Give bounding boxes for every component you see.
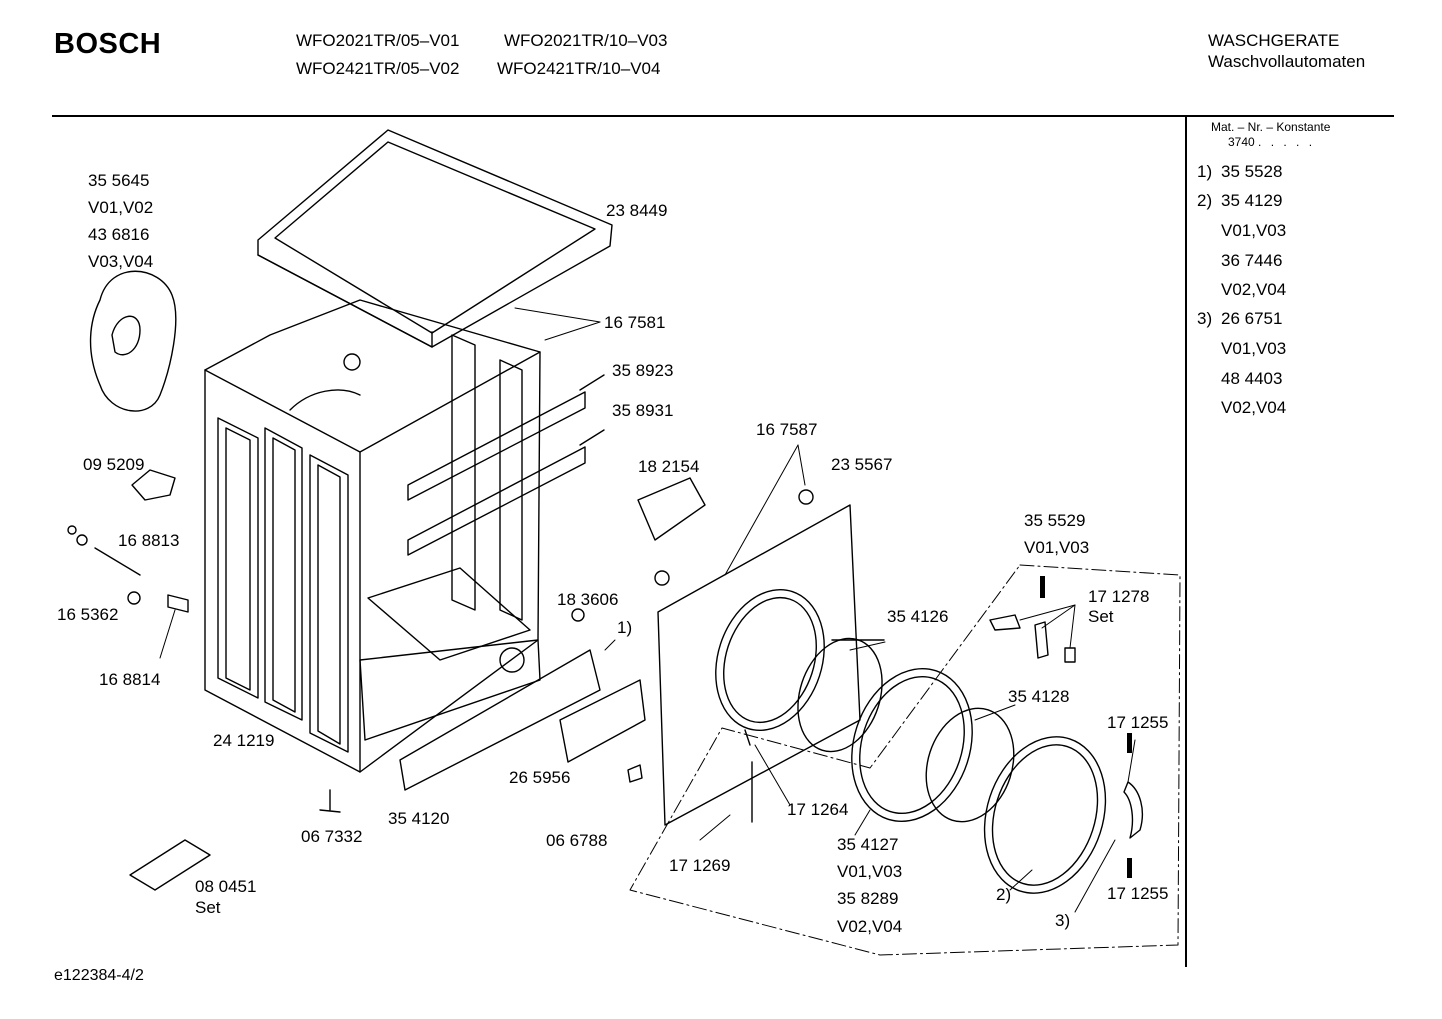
part-label: V02,V04 [837,917,903,936]
part-label: Set [1088,607,1114,626]
rails-drawing [407,374,605,556]
part-label: 17 1264 [787,800,849,819]
part-label: 1) [617,618,633,637]
model-code: WFO2421TR/05–V02 [296,59,460,78]
assembly-boundary [629,564,1181,956]
part-label: 16 5362 [57,605,119,624]
part-label: 26 5956 [509,768,571,787]
sidebar-item: V02,V04 [1197,398,1286,418]
part-label: 17 1255 [1107,884,1169,903]
sidebar-item-text: V02,V04 [1221,280,1287,299]
part-label: 35 4120 [388,809,450,828]
sidebar-item-text: V01,V03 [1221,221,1287,240]
part-label: 23 8449 [606,201,668,220]
part-label: 23 5567 [831,455,893,474]
sidebar-item-number: 1) [1197,162,1213,181]
door-ring-drawing [851,667,1144,894]
leader-lines [159,307,1136,913]
part-label: 35 4127 [837,835,899,854]
part-label: V01,V02 [88,198,154,217]
sidebar-item: 2) 35 4129 [1197,191,1282,211]
sidebar-item: 48 4403 [1197,369,1282,389]
model-code: WFO2021TR/10–V03 [504,31,668,50]
part-label: 3) [1055,911,1071,930]
sidebar-item: 3) 26 6751 [1197,309,1282,329]
part-label: 35 4128 [1008,687,1070,706]
part-label: V01,V03 [1024,538,1090,557]
sidebar-item-text: V02,V04 [1221,398,1287,417]
mat-number-heading: Mat. – Nr. – Konstante 3740 . . . . . [1211,120,1330,150]
top-lid-drawing [257,129,613,348]
part-label: 16 8814 [99,670,161,689]
part-label: 35 5529 [1024,511,1086,530]
front-panel-drawing [399,649,646,791]
part-label: 16 7581 [604,313,666,332]
part-label: 17 1269 [669,856,731,875]
part-label: V01,V03 [837,862,903,881]
sidebar-item-text: 36 7446 [1221,251,1283,270]
sidebar-item: 1) 35 5528 [1197,162,1282,182]
part-label: 18 2154 [638,457,700,476]
part-label: 09 5209 [83,455,145,474]
rear-cover-drawing [89,270,177,412]
front-door-panel-drawing [657,504,885,826]
header-divider [52,115,1394,117]
sidebar-item-number: 2) [1197,191,1213,210]
part-label: 2) [996,885,1012,904]
part-label: 17 1278 [1088,587,1150,606]
sidebar-item-text: 35 5528 [1221,162,1283,181]
part-label: V03,V04 [88,252,154,271]
part-label: 35 8289 [837,889,899,908]
part-label: 18 3606 [557,590,619,609]
mat-value: 3740 [1228,135,1255,149]
part-label: 35 8931 [612,401,674,420]
sidebar-item: V01,V03 [1197,221,1286,241]
part-label: 35 8923 [612,361,674,380]
part-label: 08 0451 [195,877,257,896]
drawing-id: e122384-4/2 [54,967,144,984]
mat-title: Mat. – Nr. – Konstante [1211,120,1331,134]
part-label: Set [195,898,221,917]
part-label: 24 1219 [213,731,275,750]
sidebar-item-text: 35 4129 [1221,191,1283,210]
category-subtitle: Waschvollautomaten [1208,52,1366,71]
model-code: WFO2021TR/05–V01 [296,31,460,50]
part-label: 43 6816 [88,225,150,244]
sidebar-item: V01,V03 [1197,339,1286,359]
sidebar-item-text: 48 4403 [1221,369,1283,388]
part-label: 16 7587 [756,420,818,439]
part-label: 06 7332 [301,827,363,846]
small-parts-drawing [67,469,1076,891]
mat-value-row: 3740 . . . . . [1211,135,1330,150]
marker-bars [1040,576,1132,878]
part-label: 17 1255 [1107,713,1169,732]
part-label: 16 8813 [118,531,180,550]
part-label: 06 6788 [546,831,608,850]
part-label: 35 5645 [88,171,150,190]
category-title: WASCHGERATE [1208,31,1340,50]
sidebar-item-text: 26 6751 [1221,309,1283,328]
mat-dots: . . . . . [1258,135,1316,149]
sidebar-item-number: 3) [1197,309,1213,328]
brand-logo: BOSCH [54,28,162,60]
part-label: 35 4126 [887,607,949,626]
sidebar-item-text: V01,V03 [1221,339,1287,358]
sidebar-divider [1185,117,1187,967]
cabinet-drawing [204,299,541,773]
model-code: WFO2421TR/10–V04 [497,59,661,78]
sidebar-item: V02,V04 [1197,280,1286,300]
sidebar-item: 36 7446 [1197,251,1282,271]
